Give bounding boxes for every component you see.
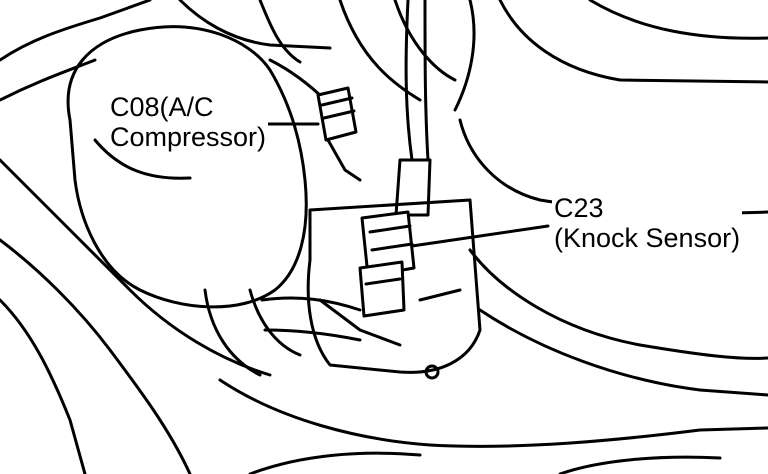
c23-connector <box>358 210 416 318</box>
ac-compressor-body <box>66 25 327 377</box>
wire-harness <box>394 0 432 217</box>
engine-block <box>260 198 482 380</box>
c08-connector <box>316 86 362 182</box>
c23-code: C23 <box>554 193 604 223</box>
c23-name: (Knock Sensor) <box>554 223 741 253</box>
c08-callout-label: C08(A/C Compressor) <box>108 92 269 152</box>
c08-name: Compressor) <box>110 122 267 152</box>
c08-code: C08(A/C <box>110 92 214 122</box>
c23-leader-line <box>410 224 550 248</box>
c23-callout-label: C23 (Knock Sensor) <box>552 193 743 253</box>
